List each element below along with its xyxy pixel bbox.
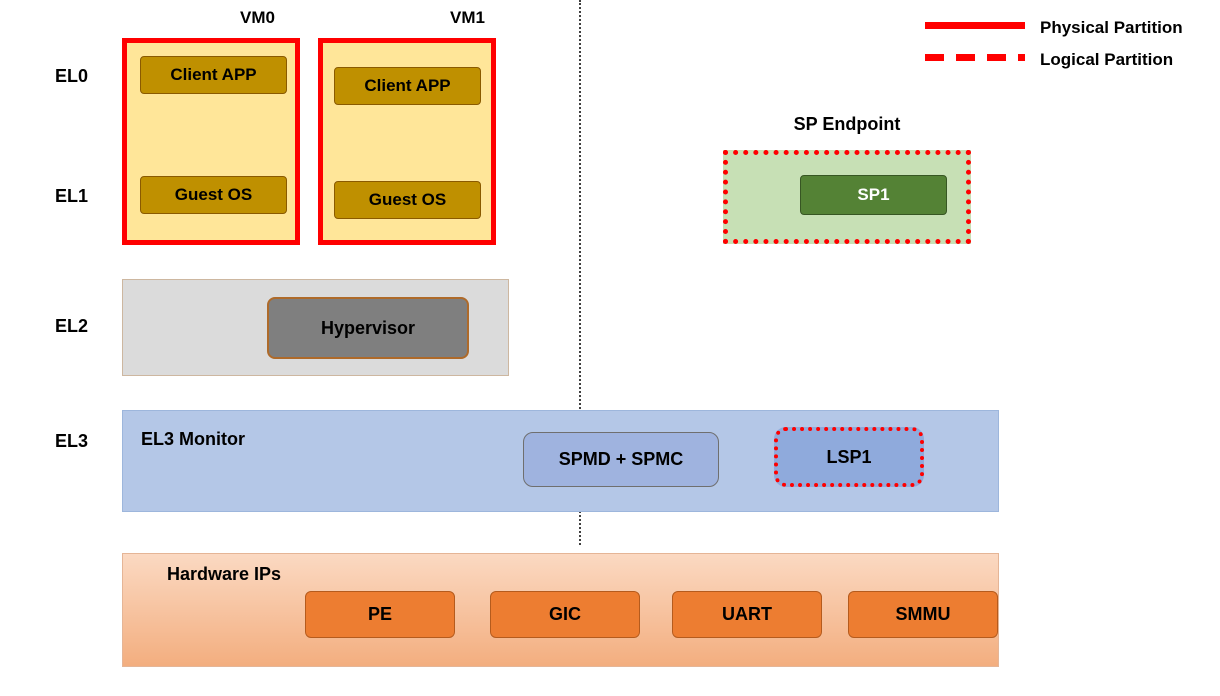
sp1-box: SP1 bbox=[800, 175, 947, 215]
el1-label: EL1 bbox=[55, 186, 89, 206]
sp-endpoint-box: SP1 bbox=[723, 150, 971, 244]
vm1-guest-os-box: Guest OS bbox=[334, 181, 481, 219]
el3-monitor-title: EL3 Monitor bbox=[141, 429, 245, 449]
normal-secure-divider-line bbox=[579, 0, 581, 545]
hw-pe-box: PE bbox=[305, 591, 455, 638]
vm0-box: Client APP Guest OS bbox=[122, 38, 300, 245]
el2-row-box: Hypervisor bbox=[122, 279, 509, 376]
hw-smmu-box: SMMU bbox=[848, 591, 998, 638]
el3-label: EL3 bbox=[55, 431, 89, 451]
hypervisor-box: Hypervisor bbox=[267, 297, 469, 359]
legend-solid-line bbox=[925, 22, 1025, 29]
vm0-title: VM0 bbox=[240, 8, 275, 27]
hw-gic-box: GIC bbox=[490, 591, 640, 638]
vm0-client-app-box: Client APP bbox=[140, 56, 287, 94]
vm1-box: Client APP Guest OS bbox=[318, 38, 496, 245]
spmd-spmc-box: SPMD + SPMC bbox=[523, 432, 719, 487]
el0-label: EL0 bbox=[55, 66, 89, 86]
sp-endpoint-title: SP Endpoint bbox=[793, 114, 901, 134]
lsp1-box: LSP1 bbox=[774, 427, 924, 487]
el2-label: EL2 bbox=[55, 316, 89, 336]
legend-physical-label: Physical Partition bbox=[1040, 18, 1183, 37]
hardware-ips-box: Hardware IPs PE GIC UART SMMU bbox=[122, 553, 999, 667]
hw-uart-box: UART bbox=[672, 591, 822, 638]
legend-logical-label: Logical Partition bbox=[1040, 50, 1174, 69]
vm1-title: VM1 bbox=[450, 8, 485, 27]
hardware-ips-title: Hardware IPs bbox=[167, 564, 282, 584]
vm1-client-app-box: Client APP bbox=[334, 67, 481, 105]
vm0-guest-os-box: Guest OS bbox=[140, 176, 287, 214]
legend-dashed-line bbox=[925, 54, 1025, 61]
el3-monitor-box: EL3 Monitor SPMD + SPMC LSP1 bbox=[122, 410, 999, 512]
